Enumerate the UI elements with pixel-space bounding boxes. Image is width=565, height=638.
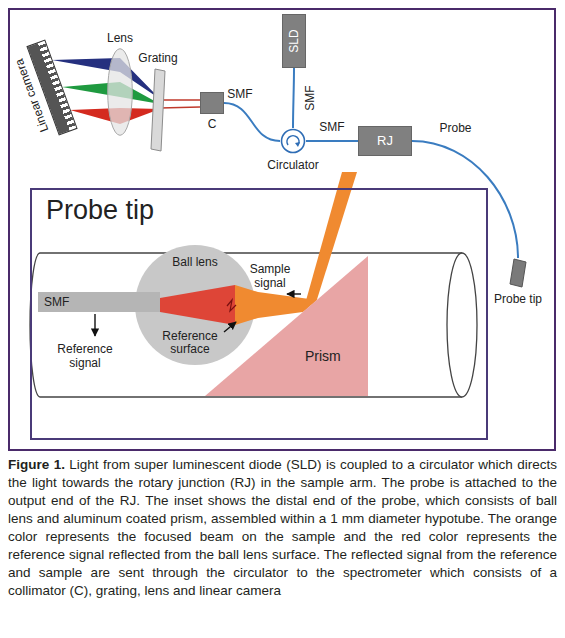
part-label: Circulator: [267, 158, 318, 172]
surface-label: Reference surface: [155, 330, 225, 356]
lens-shape: [107, 48, 133, 136]
part-label: RJ: [377, 134, 393, 148]
caption-lead: Figure 1.: [8, 457, 65, 472]
circulator-symbol-part: [282, 130, 305, 153]
part-label: Probe tip: [494, 292, 542, 306]
sld-box: SLD: [282, 14, 306, 68]
ball-lens: Ball lensReference surface: [135, 245, 255, 365]
probe-tip: Probe tip: [505, 258, 531, 288]
grating: Grating: [146, 68, 170, 152]
prism-shape-part: [205, 256, 368, 396]
part-label: SLD: [287, 29, 301, 52]
probe-tip-shape-part: [510, 259, 526, 287]
reference-beam: [160, 285, 235, 325]
signal-arrow: [94, 314, 95, 336]
part-label: Ball lens: [135, 255, 255, 269]
circulator-symbol: [280, 128, 306, 154]
part-label: Lens: [107, 31, 133, 45]
fiber-line: [293, 68, 294, 128]
fiber-line: [224, 103, 280, 141]
part-label: Prism: [305, 348, 341, 364]
collimated-beam: [160, 99, 200, 101]
probe-tip-shape: [505, 258, 531, 288]
inset-title: Probe tip: [46, 194, 154, 226]
inset-panel: Probe tipSMF Ball lensReference surfacePr…: [30, 188, 488, 440]
signal-arrow: [287, 293, 301, 294]
prism: Prism: [205, 256, 368, 396]
figure-caption: Figure 1. Light from super luminescent d…: [8, 456, 557, 600]
grating-shape: [146, 68, 170, 152]
fiber-label: Probe: [437, 121, 473, 135]
rj-box: RJ: [358, 126, 412, 156]
circulator: Circulator: [280, 128, 306, 154]
lens: Lens: [107, 48, 133, 136]
part-label: SMF: [44, 295, 69, 309]
reflection-mark: [227, 300, 236, 311]
hypotube-end: [447, 253, 477, 397]
circulator-symbol-part: [295, 142, 300, 147]
lens-shape-part: [108, 49, 133, 136]
figure-frame: [9, 9, 555, 450]
collimated-beam: [160, 107, 200, 108]
fiber-line: [306, 140, 358, 142]
prism-shape: [205, 256, 368, 396]
grating-shape-part: [151, 69, 165, 151]
part-label: Linear camera: [12, 57, 51, 134]
fiber-label: SMF: [303, 83, 317, 112]
signal-label: Reference signal: [46, 342, 124, 370]
fiber-core: SMF: [38, 292, 160, 312]
fiber-line: [412, 141, 518, 258]
part-label: Grating: [138, 51, 177, 65]
surface-arrow: [224, 322, 236, 332]
collimator: C: [200, 92, 224, 114]
part-label: C: [208, 117, 217, 131]
fiber-label: SMF: [225, 87, 254, 101]
fiber-label: SMF: [317, 120, 346, 134]
signal-label: Sample signal: [246, 262, 294, 290]
